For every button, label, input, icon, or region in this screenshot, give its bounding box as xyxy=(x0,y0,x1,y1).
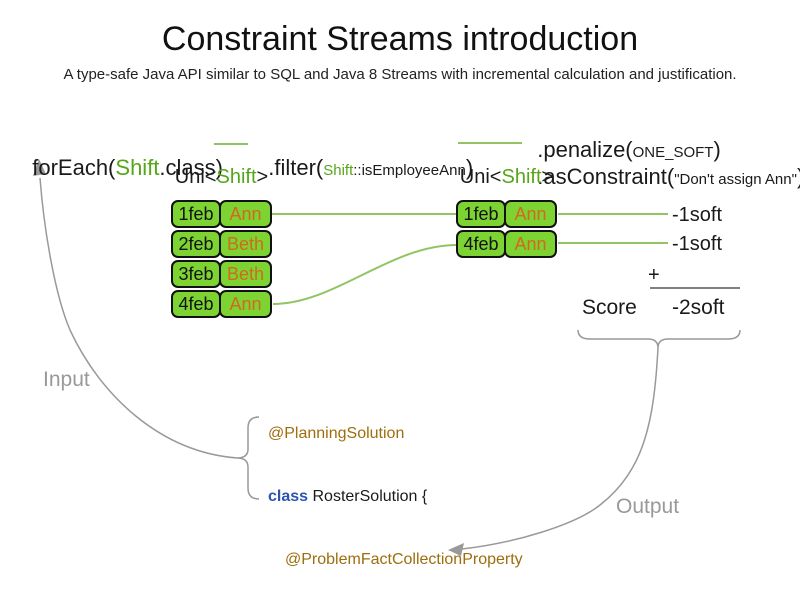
asconstraint-post: ) xyxy=(797,164,800,189)
code-token: RosterSolution { xyxy=(308,488,428,505)
table-row: 2feb Beth xyxy=(171,230,272,258)
filter-pre: .filter( xyxy=(268,155,324,180)
foreach-type: Shift xyxy=(115,155,160,180)
asconstraint-pre: .asConstraint( xyxy=(537,164,675,189)
input-brace xyxy=(236,416,260,500)
table-row: 1feb Ann xyxy=(456,200,557,228)
name-cell: Ann xyxy=(219,200,272,228)
filter-arg-type: Shift xyxy=(323,162,354,179)
uni-type: Shift xyxy=(501,166,542,188)
table-row: 3feb Beth xyxy=(171,260,272,288)
foreach-expression: forEach(Shift.class) xyxy=(20,129,223,181)
uni-shift-label-right: Uni<Shift> xyxy=(456,166,557,189)
code-line: @PlanningSolution xyxy=(268,423,534,444)
filter-expression: .filter(Shift::isEmployeeAnn) xyxy=(256,129,473,181)
input-label: Input xyxy=(43,368,90,391)
score-label: Score xyxy=(582,296,637,319)
row-connector-curve xyxy=(272,244,458,305)
page-subtitle: A type-safe Java API similar to SQL and … xyxy=(63,66,737,83)
foreach-pre: forEach( xyxy=(32,155,116,180)
name-cell: Ann xyxy=(504,200,557,228)
name-cell: Beth xyxy=(219,260,272,288)
date-cell: 3feb xyxy=(171,260,221,288)
code-block: @PlanningSolution class RosterSolution {… xyxy=(268,381,534,600)
penalize-pre: .penalize( xyxy=(537,137,633,162)
table-row: 4feb Ann xyxy=(456,230,557,258)
penalty-value: -1soft xyxy=(672,233,723,255)
uni-post: > xyxy=(541,166,554,188)
uni-type: Shift xyxy=(216,166,257,188)
uni-pre: Uni< xyxy=(459,166,502,188)
penalize-post: ) xyxy=(713,137,721,162)
score-total: -2soft xyxy=(672,296,725,319)
penalize-expression: .penalize(ONE_SOFT) xyxy=(525,111,721,163)
date-cell: 2feb xyxy=(171,230,221,258)
asconstraint-expression: .asConstraint("Don't assign Ann") xyxy=(525,138,800,190)
table-row: 4feb Ann xyxy=(171,290,272,318)
date-cell: 1feb xyxy=(171,200,221,228)
penalty-value: -1soft xyxy=(672,204,723,226)
name-cell: Beth xyxy=(219,230,272,258)
annotation-token: @ProblemFactCollectionProperty xyxy=(285,551,523,568)
date-cell: 4feb xyxy=(171,290,221,318)
code-line: class RosterSolution { xyxy=(268,486,534,507)
keyword-token: class xyxy=(268,488,309,505)
plus-sign: + xyxy=(648,264,660,286)
output-brace xyxy=(577,329,741,349)
penalize-arg: ONE_SOFT xyxy=(632,144,714,161)
code-line: @ProblemFactCollectionProperty xyxy=(268,549,534,570)
annotation-token: @PlanningSolution xyxy=(268,425,405,442)
shift-table-left: 1feb Ann 2feb Beth 3feb Beth 4feb Ann xyxy=(171,200,272,320)
date-cell: 1feb xyxy=(456,200,506,228)
foreach-post: .class) xyxy=(159,155,223,180)
filter-arg-rest: ::isEmployeeAnn xyxy=(353,162,466,179)
uni-post: > xyxy=(256,166,269,188)
date-cell: 4feb xyxy=(456,230,506,258)
page-title: Constraint Streams introduction xyxy=(161,20,639,58)
name-cell: Ann xyxy=(219,290,272,318)
name-cell: Ann xyxy=(504,230,557,258)
output-label: Output xyxy=(616,495,680,518)
shift-table-right: 1feb Ann 4feb Ann xyxy=(456,200,557,260)
uni-pre: Uni< xyxy=(174,166,217,188)
asconstraint-arg: "Don't assign Ann" xyxy=(674,171,797,188)
table-row: 1feb Ann xyxy=(171,200,272,228)
filter-post: ) xyxy=(465,155,474,180)
uni-shift-label-left: Uni<Shift> xyxy=(171,166,272,189)
